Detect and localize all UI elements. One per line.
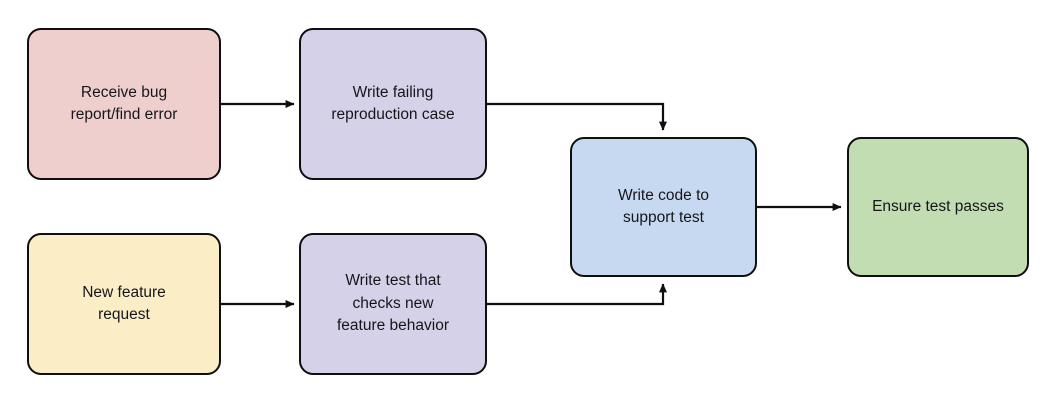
node-write-test-checks-new-feature[interactable]: Write test that checks new feature behav… <box>299 233 487 375</box>
edge-repro-to-code <box>487 102 667 131</box>
node-ensure-test-passes[interactable]: Ensure test passes <box>847 137 1029 277</box>
edge-test-to-code <box>487 283 667 306</box>
node-new-feature-request[interactable]: New feature request <box>27 233 221 375</box>
node-write-failing-reproduction-case[interactable]: Write failing reproduction case <box>299 28 487 180</box>
node-receive-bug-report[interactable]: Receive bug report/find error <box>27 28 221 180</box>
node-write-code-to-support-test[interactable]: Write code to support test <box>570 137 757 277</box>
